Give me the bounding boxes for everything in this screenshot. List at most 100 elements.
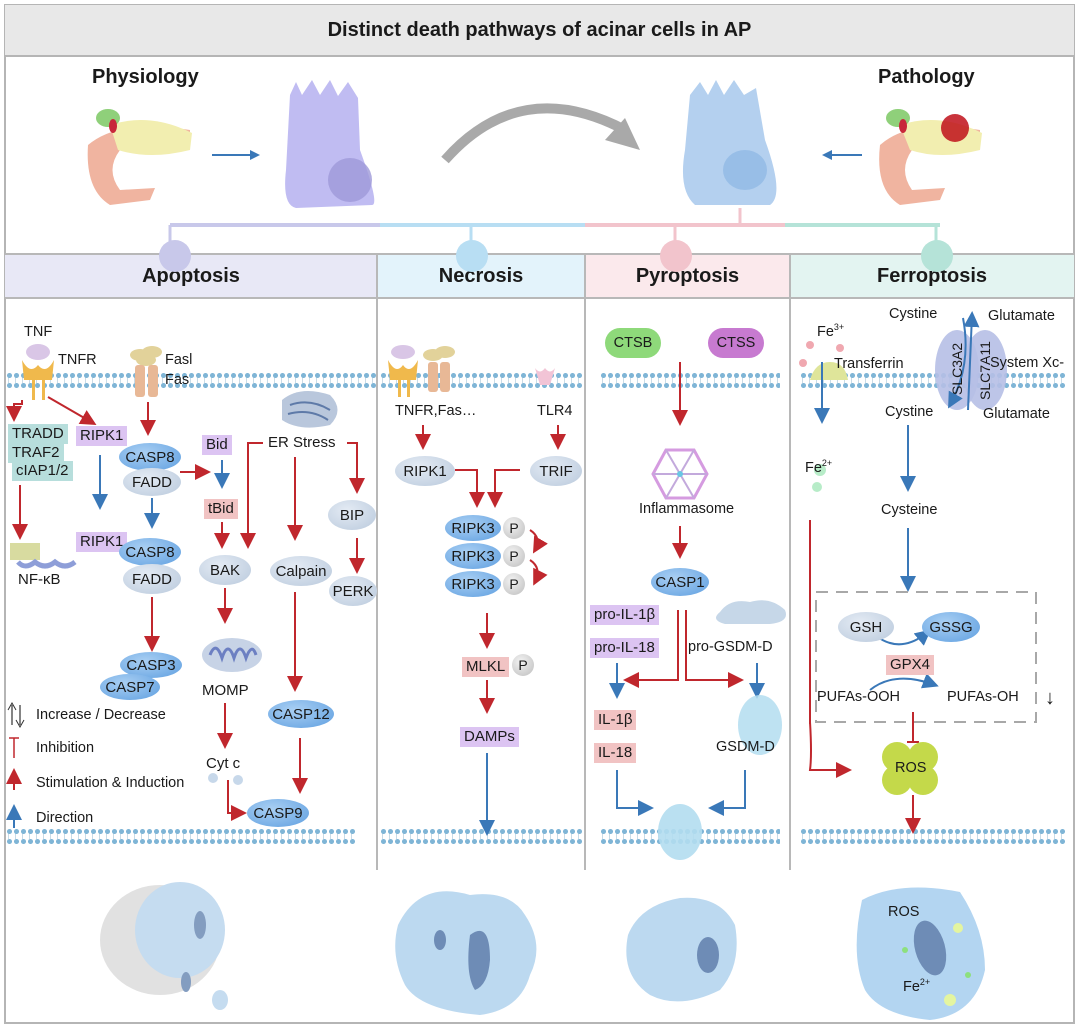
cell-membrane <box>600 828 780 844</box>
bid-box: Bid <box>202 435 232 455</box>
pufas-ooh-label: PUFAs-OOH <box>817 689 900 705</box>
fe2-charge: 2+ <box>821 458 833 468</box>
casp7-node: CASP7 <box>100 674 160 700</box>
trif-node: TRIF <box>530 456 582 486</box>
gsh-node: GSH <box>838 612 894 642</box>
cysteine-label: Cysteine <box>881 502 938 518</box>
nfkb-label: NF-κB <box>18 571 61 588</box>
er-stress-label: ER Stress <box>268 434 336 451</box>
tradd-box: TRADD <box>8 424 68 444</box>
phospho-badge: P <box>503 573 525 595</box>
fe3-label: Fe3+ <box>817 322 845 340</box>
tnf-label: TNF <box>24 324 53 340</box>
ctss-cloud: CTSS <box>708 328 764 358</box>
traf2-box: TRAF2 <box>8 443 64 463</box>
cell-membrane <box>600 372 780 388</box>
calpain-node: Calpain <box>270 556 332 586</box>
branch-dot-ferroptosis <box>921 240 953 272</box>
fas-label: Fas <box>165 372 190 388</box>
tnfr-label: TNFR <box>58 352 97 368</box>
cell-membrane <box>6 828 356 844</box>
pro-il1b-box: pro-IL-1β <box>590 605 660 625</box>
momp-label: MOMP <box>202 682 249 699</box>
casp3-node: CASP3 <box>120 652 182 678</box>
ros-label: ROS <box>895 760 927 776</box>
gsdmd-label: GSDM-D <box>716 739 775 755</box>
bottom-ros-label: ROS <box>888 904 920 920</box>
mlkl-box: MLKL <box>462 657 510 677</box>
phospho-badge: P <box>503 545 525 567</box>
ctsb-cloud: CTSB <box>605 328 661 358</box>
cell-membrane <box>380 828 582 844</box>
cystine-extracellular-label: Cystine <box>889 306 938 322</box>
bottom-fe2-label: Fe2+ <box>903 977 931 995</box>
pro-gsdmd-label: pro-GSDM-D <box>688 639 773 655</box>
fe2-text: Fe <box>805 459 822 476</box>
perk-node: PERK <box>329 576 377 606</box>
casp8-node: CASP8 <box>119 538 181 566</box>
ripk1-node: RIPK1 <box>395 456 455 486</box>
ripk3-node: RIPK3 <box>445 543 501 569</box>
column-title: Ferroptosis <box>876 264 988 287</box>
casp8-node: CASP8 <box>119 443 181 471</box>
il1b-box: IL-1β <box>594 710 637 730</box>
fadd-node: FADD <box>123 564 181 594</box>
fe3-text: Fe <box>817 323 834 340</box>
ctss-label: CTSS <box>716 335 756 351</box>
fe3-charge: 3+ <box>833 322 845 332</box>
transferrin-label: Transferrin <box>834 356 904 372</box>
slc3a2-label: SLC3A2 <box>949 342 965 395</box>
cell-membrane <box>6 372 376 388</box>
column-title: Pyroptosis <box>635 264 740 287</box>
cell-membrane <box>380 372 582 388</box>
column-title: Necrosis <box>438 264 524 287</box>
casp1-node: CASP1 <box>651 568 709 596</box>
system-xc-label: System Xc- <box>990 355 1065 371</box>
fadd-node: FADD <box>123 468 181 496</box>
legend-increase-decrease: Increase / Decrease <box>36 707 166 723</box>
branch-dot-necrosis <box>456 240 488 272</box>
tlr4-label: TLR4 <box>537 403 573 419</box>
bip-node: BIP <box>328 500 376 530</box>
damps-box: DAMPs <box>460 727 519 747</box>
ripk1-box: RIPK1 <box>76 532 128 552</box>
phospho-badge: P <box>512 654 534 676</box>
bottom-fe-charge: 2+ <box>919 977 931 987</box>
pathology-label: Pathology <box>878 66 975 88</box>
pufas-oh-label: PUFAs-OH <box>947 689 1019 705</box>
tnfr-fas-label: TNFR,Fas… <box>395 403 477 419</box>
gssg-node: GSSG <box>922 612 980 642</box>
column-divider <box>584 253 586 870</box>
fasl-label: Fasl <box>165 352 193 368</box>
ripk3-node: RIPK3 <box>445 515 501 541</box>
casp9-node: CASP9 <box>247 799 309 827</box>
pro-il18-box: pro-IL-18 <box>590 638 659 658</box>
column-divider <box>376 253 378 870</box>
ctsb-label: CTSB <box>613 335 653 351</box>
il18-box: IL-18 <box>594 743 637 763</box>
branch-dot-pyroptosis <box>660 240 692 272</box>
cell-membrane <box>800 828 1065 844</box>
inflammasome-label: Inflammasome <box>639 501 735 517</box>
column-divider <box>789 253 791 870</box>
column-title: Apoptosis <box>142 264 240 287</box>
casp12-node: CASP12 <box>268 700 334 728</box>
ciap-box: cIAP1/2 <box>12 461 73 481</box>
fe2-label: Fe2+ <box>805 458 833 476</box>
decrease-arrow-icon: ↓ <box>1045 687 1055 709</box>
figure-title: Distinct death pathways of acinar cells … <box>5 5 1074 57</box>
ripk1-box: RIPK1 <box>76 426 128 446</box>
phospho-badge: P <box>503 517 525 539</box>
legend-direction: Direction <box>36 810 94 826</box>
physiology-label: Physiology <box>92 66 199 88</box>
column-header-apoptosis: Apoptosis <box>5 253 377 299</box>
bak-node: BAK <box>199 555 251 585</box>
cytc-label: Cyt c <box>206 755 241 772</box>
gpx4-box: GPX4 <box>886 655 935 675</box>
branch-dot-apoptosis <box>159 240 191 272</box>
legend-stimulation-induction: Stimulation & Induction <box>36 775 185 791</box>
cell-membrane <box>800 372 1065 388</box>
ripk3-node: RIPK3 <box>445 571 501 597</box>
glutamate-extracellular-label: Glutamate <box>988 308 1055 324</box>
cystine-intracellular-label: Cystine <box>885 404 934 420</box>
